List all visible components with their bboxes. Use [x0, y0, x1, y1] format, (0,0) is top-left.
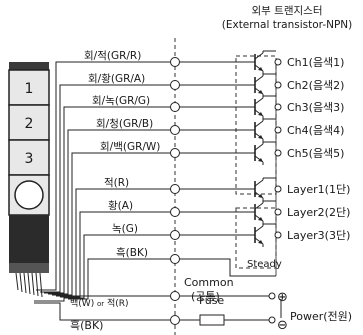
wire-3	[44, 102, 246, 294]
wire-label-3: 회/녹(GR/G)	[92, 95, 150, 107]
common-wire	[180, 62, 277, 277]
wire-junction	[170, 57, 180, 67]
power-section: 백(W) or 적(R) 흑(BK) Fuse Power(전원)	[70, 294, 352, 332]
wire-label-2: 회/황(GR/A)	[88, 73, 145, 85]
wire-label-1: 회/적(GR/R)	[84, 50, 141, 62]
wire-junction	[170, 80, 180, 90]
wire-junction	[170, 254, 180, 264]
tower-segment-3-label: 3	[25, 151, 34, 167]
steady-label: Steady	[247, 259, 282, 270]
transistor-icon	[246, 223, 282, 247]
wire-label-6: 적(R)	[104, 177, 129, 189]
output-label-4: Ch4(음색4)	[287, 124, 344, 137]
wire-5	[52, 148, 246, 296]
wire-junction	[170, 230, 180, 240]
wire-label-8: 녹(G)	[112, 223, 138, 235]
wire-junction	[170, 207, 180, 217]
transistor-icon	[246, 141, 282, 165]
wire-8	[64, 230, 246, 299]
buzzer-icon	[14, 180, 44, 210]
output-label-1: Ch1(음색1)	[287, 56, 344, 69]
output-label-6: Layer1(1단)	[287, 183, 350, 196]
wire-2	[40, 80, 246, 293]
plus-icon: ⊕	[277, 290, 288, 305]
transistor-icon	[246, 200, 282, 224]
fuse-icon	[199, 314, 225, 326]
wire-1	[36, 57, 246, 291]
power-label: Power(전원)	[290, 310, 352, 323]
wire-label-7: 황(A)	[108, 200, 133, 212]
output-label-3: Ch3(음색3)	[287, 101, 344, 114]
wire-label-5: 회/백(GR/W)	[100, 141, 160, 153]
wire-4	[48, 125, 246, 295]
transistor-icon	[246, 177, 282, 201]
transistor-icon	[246, 50, 282, 74]
output-label-5: Ch5(음색5)	[287, 147, 344, 160]
power-wire-label-b: 적(R)	[107, 297, 129, 309]
common-label: Common	[184, 276, 234, 289]
channel-transistor-box	[235, 55, 277, 195]
output-label-8: Layer3(3단)	[287, 229, 350, 242]
tower-segment-2-label: 2	[25, 116, 34, 132]
power-wire-label-or: or	[97, 300, 104, 308]
transistor-icon	[246, 95, 282, 119]
wire-7	[60, 207, 246, 298]
header-title-english: (External transistor-NPN)	[222, 19, 353, 31]
output-label-7: Layer2(2단)	[287, 206, 350, 219]
wire-junction	[170, 148, 180, 158]
wire-label-9: 흑(BK)	[116, 246, 148, 259]
signal-tower	[8, 62, 50, 273]
power-ground-label: 흑(BK)	[70, 318, 103, 332]
fuse-label: Fuse	[199, 294, 224, 307]
wire-junction	[170, 102, 180, 112]
wire-junction	[170, 125, 180, 135]
common-sublabel: (공통)	[191, 290, 220, 303]
tower-segment-1-label: 1	[25, 81, 34, 97]
cable-bundle	[15, 272, 43, 298]
wire-9	[68, 254, 180, 300]
output-label-2: Ch2(음색2)	[287, 79, 344, 92]
wire-junction	[170, 184, 180, 194]
wire-label-4: 회/청(GR/B)	[96, 118, 153, 130]
header-title-korean: 외부 트랜지스터	[252, 5, 323, 17]
power-wire-label-a: 백(W)	[70, 298, 94, 309]
transistor-icon	[246, 118, 282, 142]
transistor-icon	[246, 73, 282, 97]
power-wiring	[34, 291, 282, 326]
minus-icon: ⊖	[277, 318, 288, 333]
